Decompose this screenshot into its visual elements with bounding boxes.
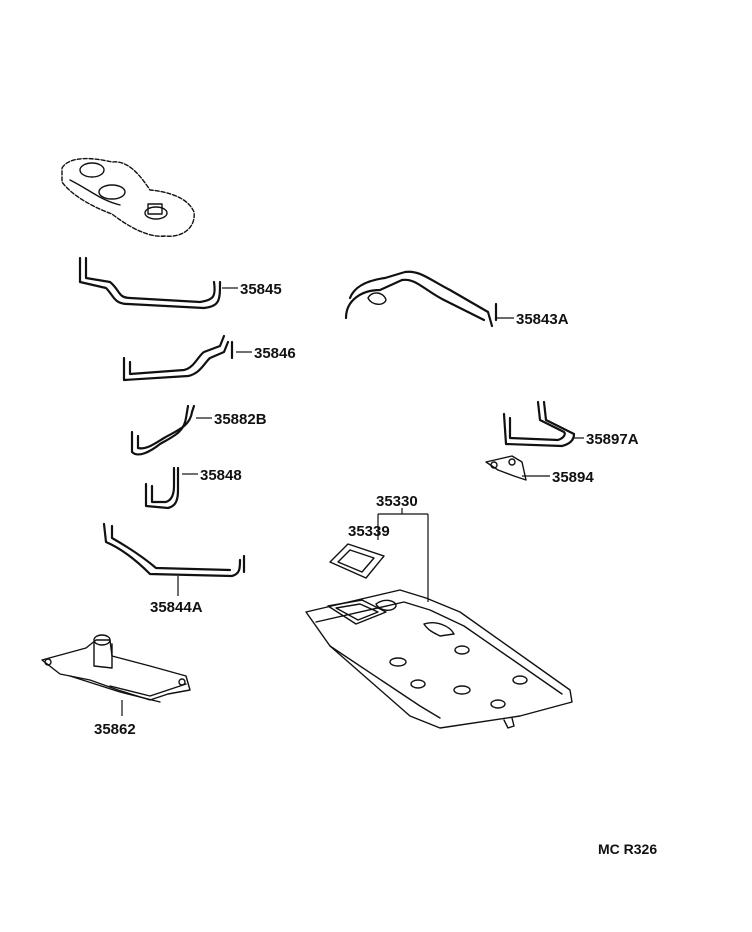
label-35846: 35846 [254,345,296,362]
label-35330: 35330 [376,493,418,510]
bracket-35894: 35894 [485,455,594,486]
label-35843A: 35843A [516,311,569,328]
strainer-35330: 35330 35339 [305,493,573,729]
valve-body [61,157,195,237]
label-35844A: 35844A [150,599,203,616]
pipe-35844A: 35844A [102,522,246,616]
label-35339: 35339 [348,523,390,540]
label-35845: 35845 [240,281,282,298]
pipe-35845: 35845 [78,256,282,310]
label-35894: 35894 [552,469,594,486]
plate-35862: 35862 [41,634,191,738]
pipe-35846: 35846 [122,334,296,382]
label-35897A: 35897A [586,431,639,448]
pipe-35897A: 35897A [502,400,639,448]
label-35862: 35862 [94,721,136,738]
pipe-35882B: 35882B [130,404,267,456]
reference-code: MC R326 [598,841,657,857]
label-35848: 35848 [200,467,242,484]
label-35882B: 35882B [214,411,267,428]
pipe-35843A: 35843A [344,270,569,328]
pipe-35848: 35848 [144,466,242,510]
